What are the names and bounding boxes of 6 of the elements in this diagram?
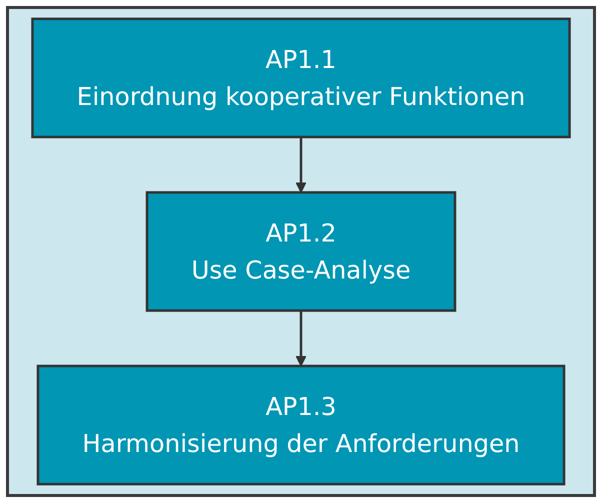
panel-background: AP1.1 Einordnung kooperativer Funktionen AP1.2 Use Case-Analyse AP1.3 Harmonisierung der Anforderungen <box>6 6 596 497</box>
arrow <box>296 137 306 193</box>
arrow <box>296 310 306 366</box>
node-box <box>36 364 566 486</box>
node-box <box>146 191 456 312</box>
node-box <box>31 18 571 138</box>
